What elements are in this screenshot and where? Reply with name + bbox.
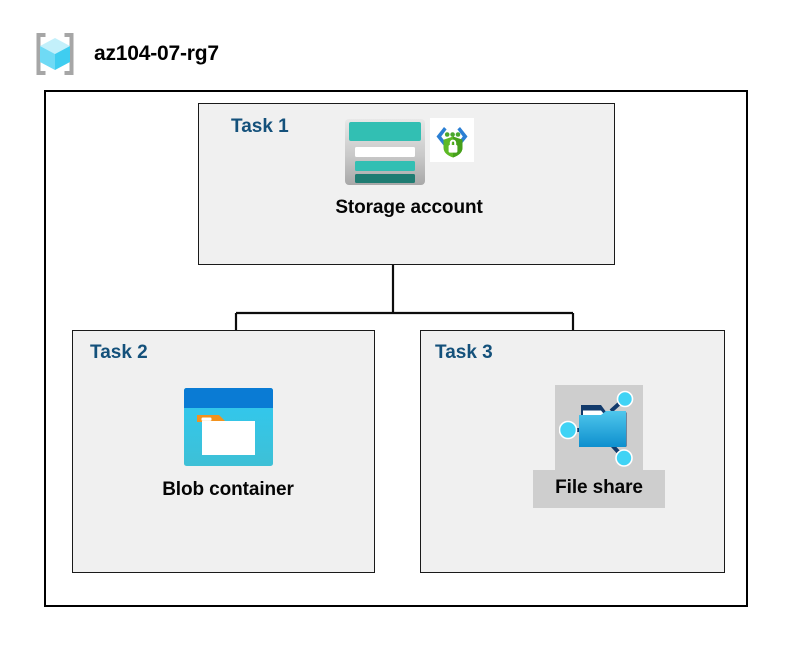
storage-account-icon-row <box>344 118 474 190</box>
blob-container-caption: Blob container <box>162 479 294 500</box>
secure-connection-shield-icon <box>430 118 474 162</box>
file-share-caption: File share <box>555 477 643 498</box>
storage-account-icon <box>345 119 425 185</box>
task-2-box: Task 2 Blob containe <box>72 330 375 573</box>
task-2-label: Task 2 <box>90 342 148 363</box>
resource-group-cube-icon <box>36 33 74 75</box>
file-share-icon <box>559 390 634 467</box>
storage-account-caption: Storage account <box>335 197 483 218</box>
blob-container-icon <box>183 388 273 466</box>
file-share-node[interactable]: File share <box>509 385 689 508</box>
resource-group-header: az104-07-rg7 <box>30 26 450 82</box>
file-share-caption-backdrop: File share <box>533 470 665 508</box>
task-3-label: Task 3 <box>435 342 493 363</box>
task-1-label: Task 1 <box>231 116 289 137</box>
task-3-box: Task 3 <box>420 330 725 573</box>
blob-container-node[interactable]: Blob container <box>153 387 303 501</box>
task-1-box: Task 1 <box>198 103 615 265</box>
file-share-icon-backdrop <box>555 385 643 470</box>
resource-group-name: az104-07-rg7 <box>94 42 219 65</box>
storage-account-node[interactable]: Storage account <box>335 118 483 219</box>
